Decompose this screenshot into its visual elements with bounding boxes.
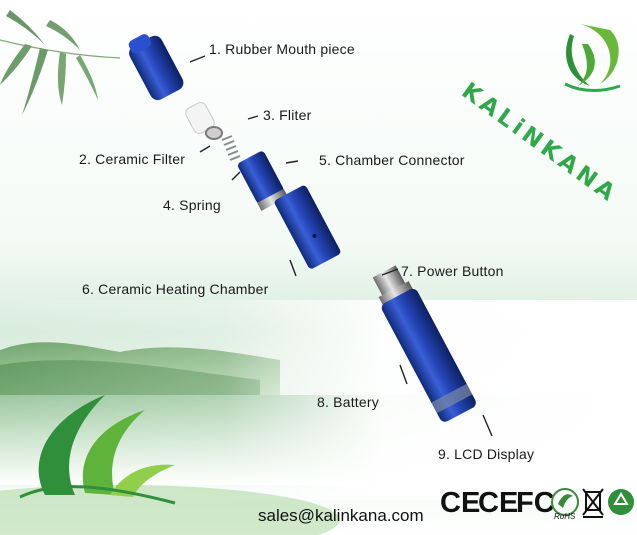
chamber-connector	[237, 151, 288, 211]
filter-ring	[205, 126, 223, 140]
ce-mark-2: CE	[478, 487, 518, 519]
fc-mark: FC	[516, 487, 555, 519]
brand-logo	[564, 24, 621, 92]
label-filter: 3. Fliter	[263, 107, 312, 123]
bamboo-leaves-icon	[0, 10, 121, 115]
rohs-label: RoHS	[554, 512, 576, 521]
leaf-logo-icon	[19, 395, 176, 505]
contact-email: sales@kalinkana.com	[258, 506, 424, 525]
label-power-button: 7. Power Button	[401, 263, 504, 279]
label-rubber-mouthpiece: 1. Rubber Mouth piece	[209, 41, 355, 57]
heating-chamber	[274, 185, 341, 269]
weee-bin-icon	[582, 488, 604, 518]
ce-mark-1: CE	[440, 487, 480, 519]
recycle-icon	[608, 489, 634, 515]
certification-marks: CE CE FC RoHS	[440, 487, 634, 521]
label-ceramic-filter: 2. Ceramic Filter	[79, 151, 186, 167]
label-spring: 4. Spring	[163, 197, 221, 213]
label-battery: 8. Battery	[317, 394, 379, 410]
rubber-mouthpiece	[128, 34, 184, 101]
rohs-icon: RoHS	[551, 488, 579, 521]
label-heating-chamber: 6. Ceramic Heating Chamber	[82, 281, 269, 297]
label-chamber-connector: 5. Chamber Connector	[319, 152, 465, 168]
spring	[221, 135, 241, 161]
battery	[372, 265, 476, 422]
label-lcd-display: 9. LCD Display	[438, 446, 535, 462]
